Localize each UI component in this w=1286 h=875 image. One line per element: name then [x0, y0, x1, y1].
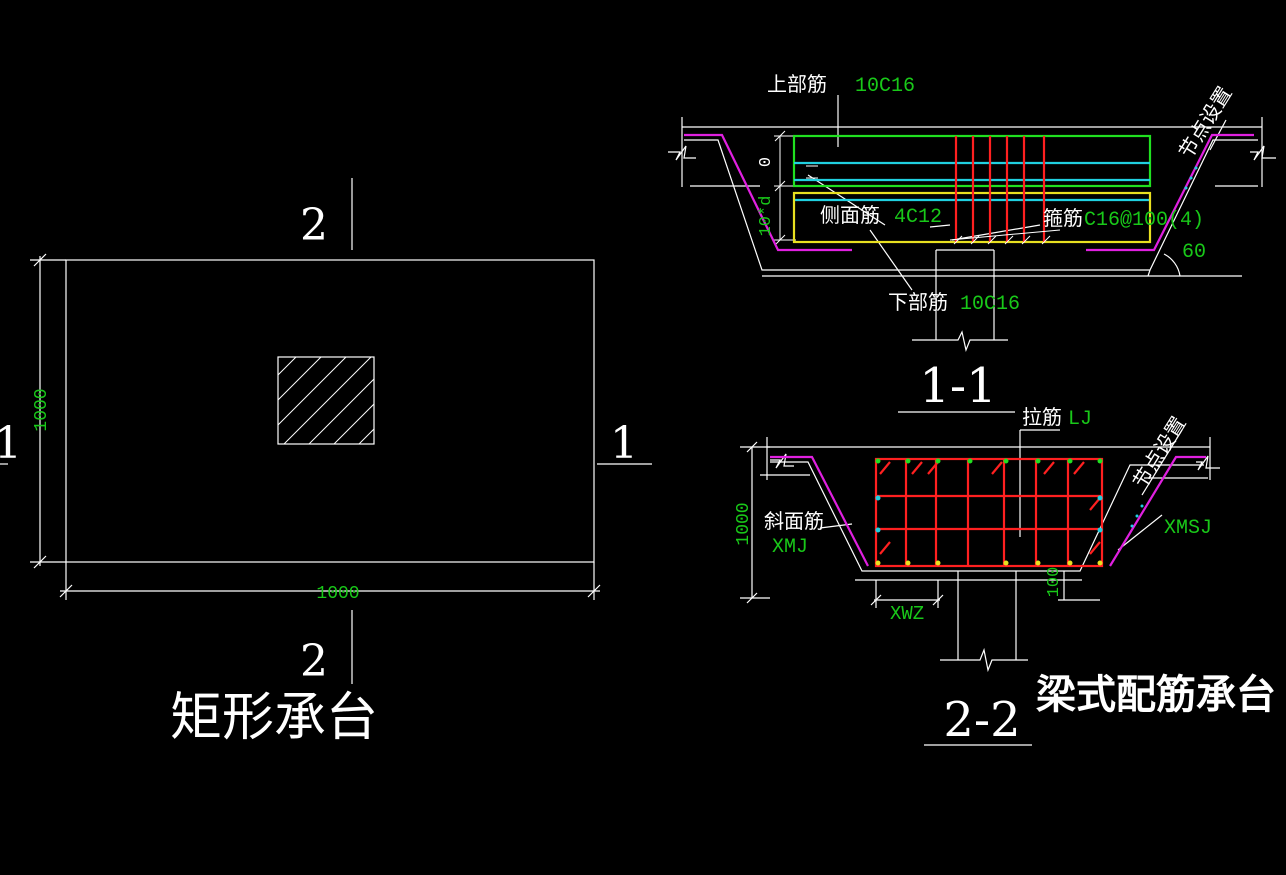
section22-bar-dots	[875, 458, 1144, 566]
top-bar-value: 10C16	[855, 75, 915, 98]
dim-100: 100	[1045, 567, 1064, 598]
slope-bar-value: XMJ	[772, 536, 808, 559]
xmsj-label: XMSJ	[1164, 517, 1212, 540]
section22-concrete	[740, 429, 1220, 746]
slope-bar-label: 斜面筋	[764, 510, 824, 533]
section11-concrete	[668, 95, 1276, 413]
side-bar-value: 4C12	[894, 206, 942, 229]
dim-zero: 0	[757, 157, 776, 167]
section-label-right: 1	[610, 418, 638, 469]
magenta-top-bar-left	[684, 133, 852, 252]
section-label-left: 1	[0, 418, 22, 469]
magenta-slope-bar-left	[770, 455, 869, 567]
red-stirrups	[954, 136, 1046, 242]
magenta-top-bar-right	[1086, 133, 1254, 252]
bottom-bar-label: 下部筋	[888, 291, 948, 314]
magenta-slope-bar-right	[1109, 455, 1206, 567]
angle-60: 60	[1182, 241, 1206, 264]
plan-title: 矩形承台	[170, 689, 378, 747]
bottom-bar-value: 10C16	[960, 293, 1020, 316]
caption-beam-cap: 梁式配筋承台	[1036, 673, 1276, 717]
section-label-top: 2	[300, 200, 328, 251]
top-bar-label: 上部筋	[767, 73, 827, 96]
plan-dim-width: 1000	[316, 584, 359, 604]
dim-10d: 10*d	[757, 196, 776, 237]
stirrup-label: 箍筋	[1043, 207, 1083, 230]
section22-rebar	[770, 455, 1206, 568]
section-2-2	[740, 429, 1220, 746]
section11-ticks	[949, 229, 1061, 245]
dim-height-22: 1000	[734, 502, 754, 545]
side-bar-label: 侧面筋	[820, 204, 880, 227]
section-11-title: 1-1	[919, 358, 996, 414]
section11-dims	[774, 130, 818, 246]
column-hatch	[277, 356, 375, 445]
red-grid	[874, 457, 1104, 568]
dim-vertical	[30, 253, 66, 569]
plan-dim-height: 1000	[32, 388, 52, 431]
node-note-22: 节点设置	[1129, 413, 1191, 493]
section-label-bottom: 2	[300, 636, 328, 687]
section11-dots	[1184, 166, 1198, 190]
cap-outline	[65, 259, 595, 563]
section-1-1	[668, 95, 1276, 413]
plan-view	[0, 178, 652, 684]
column-hatched	[277, 356, 375, 445]
dim-horizontal	[59, 562, 601, 600]
section-22-title: 2-2	[943, 692, 1020, 748]
xwz-label: XWZ	[890, 603, 924, 625]
stirrup-value: C16@100(4)	[1084, 209, 1204, 232]
tie-value: LJ	[1068, 408, 1092, 431]
tie-label: 拉筋	[1022, 406, 1062, 429]
node-note-11: 节点设置	[1175, 83, 1237, 163]
section11-rebar	[684, 133, 1254, 252]
